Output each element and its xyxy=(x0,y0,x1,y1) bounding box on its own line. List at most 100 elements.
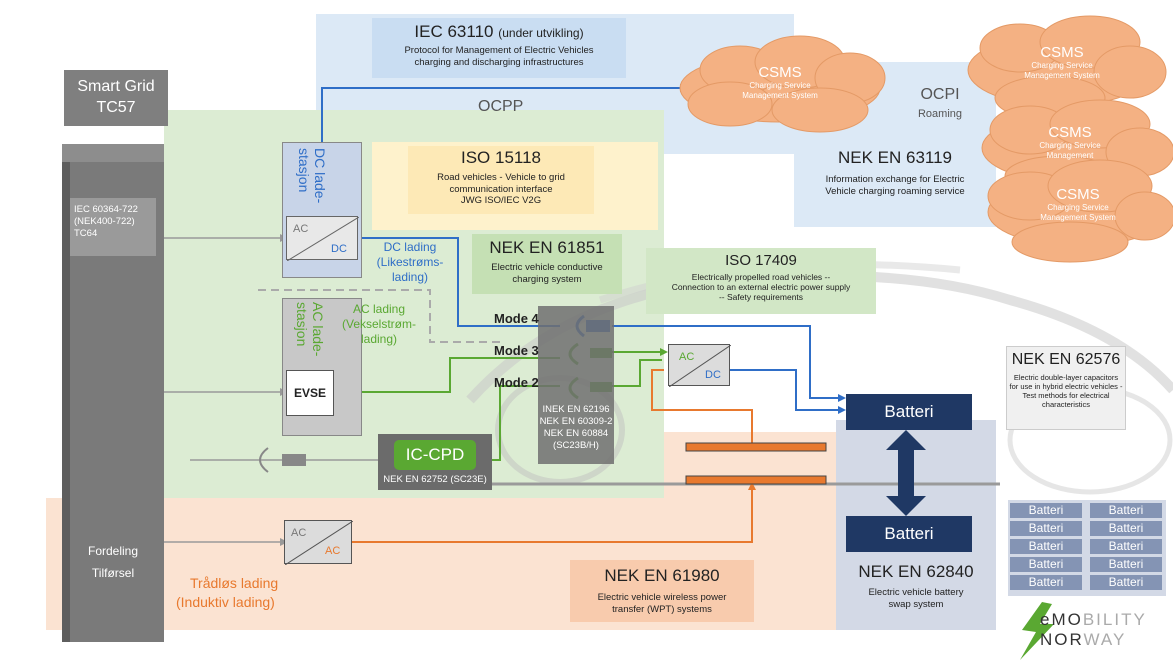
plug-body-icon xyxy=(282,454,306,466)
emobility-logo-mark xyxy=(1020,602,1054,660)
evse-box: EVSE xyxy=(286,370,334,416)
socket-block xyxy=(538,306,614,464)
plug-icon xyxy=(259,447,269,473)
dc-lading-line2: (Likestrøms- xyxy=(376,255,444,269)
csms-cloud-2-text: CSMS Charging Service Management xyxy=(1008,124,1132,161)
pillar-std-line2: (NEK400-722) xyxy=(74,216,135,227)
dc-converter: AC DC xyxy=(286,216,359,261)
dc-conv-in: AC xyxy=(293,223,309,235)
ocpi-roaming-label: Roaming xyxy=(917,108,963,120)
logo-part2: BILITY xyxy=(1082,610,1147,629)
smart-grid-box: Smart Grid TC57 xyxy=(64,70,168,126)
csms-3-sub1: Charging Service xyxy=(1047,203,1109,212)
csms-3-title: CSMS xyxy=(1056,186,1100,203)
csms-main-title: CSMS xyxy=(758,64,802,81)
emobility-logo-text: eMOBILITY NORWAY xyxy=(1040,610,1147,650)
dc-lading-label: DC lading (Likestrøms- lading) xyxy=(370,240,450,285)
iccpd-box: IC-CPD xyxy=(394,440,476,470)
dc-station-line2: stasjon xyxy=(296,148,312,193)
nek61851-desc2: charging system xyxy=(512,273,582,285)
dc-lading-line3: lading) xyxy=(391,270,429,284)
iec63110-title-suffix: (under utvikling) xyxy=(498,26,584,40)
smart-grid-line1: Smart Grid xyxy=(77,78,155,95)
dc-line xyxy=(362,237,560,327)
battery-grid-cell: Batteri xyxy=(1010,575,1082,590)
wireless-line1: Trådløs lading xyxy=(190,575,279,591)
nek62840-desc2: swap system xyxy=(888,598,944,610)
battery-grid-cell: Batteri xyxy=(1010,539,1082,554)
csms-cloud-3-text: CSMS Charging Service Management System xyxy=(1016,186,1140,223)
ac-lading-line2: (Vekselstrøm- xyxy=(341,317,416,331)
iso17409-desc1: Electrically propelled road vehicles -- xyxy=(691,272,831,282)
csms-2-sub1: Charging Service xyxy=(1039,141,1101,150)
csms-cloud-main-text: CSMS Charging Service Management System xyxy=(718,64,842,101)
nek62840-desc1: Electric vehicle battery xyxy=(868,587,964,598)
nek61980-title: NEK EN 61980 xyxy=(604,566,720,585)
receiver-coil xyxy=(685,442,827,452)
logo-part4: WAY xyxy=(1083,630,1127,649)
nek63119-title: NEK EN 63119 xyxy=(837,148,953,167)
onboard-to-battery xyxy=(730,369,840,411)
wireless-conv-in: AC xyxy=(291,527,307,539)
ocpi-label: OCPI xyxy=(920,86,960,103)
nek61980-desc1: Electric vehicle wireless power xyxy=(597,592,727,603)
dc-station-line1: DC lade- xyxy=(312,148,328,204)
nek62576-desc4: characteristics xyxy=(1042,400,1090,409)
battery-grid-cell: Batteri xyxy=(1090,557,1162,572)
iec63110-box: IEC 63110 (under utvikling) Protocol for… xyxy=(372,18,626,78)
mode2-label: Mode 2 xyxy=(494,375,539,390)
battery-grid-cell: Batteri xyxy=(1010,503,1082,518)
iso15118-box: ISO 15118 Road vehicles - Vehicle to gri… xyxy=(408,146,594,214)
csms-cloud-1 xyxy=(967,15,1167,121)
wireless-arrowhead xyxy=(748,482,756,490)
wireless-line xyxy=(352,488,753,543)
socket-std2: NEK EN 60309-2 xyxy=(539,416,613,427)
socket-std1: INEK EN 62196 xyxy=(542,404,610,415)
ac-lading-line1: AC lading xyxy=(352,302,406,316)
wireless-line2: (Induktiv lading) xyxy=(176,594,275,610)
ocpi-label-block: OCPI Roaming xyxy=(900,86,980,120)
coil-to-onboard xyxy=(651,369,753,444)
fordeling-label: Fordeling xyxy=(87,544,139,558)
wireless-converter: AC AC xyxy=(284,520,353,565)
iso17409-desc3: -- Safety requirements xyxy=(718,292,804,302)
iso15118-desc2: communication interface xyxy=(449,183,553,195)
mode4-arrowhead xyxy=(838,394,846,402)
ac-station-label: AC lade- stasjon xyxy=(294,302,326,356)
iec63110-title: IEC 63110 xyxy=(414,22,494,41)
ac-lading-label: AC lading (Vekselstrøm- lading) xyxy=(338,302,420,347)
nek62840-box: NEK EN 62840 Electric vehicle battery sw… xyxy=(840,562,992,620)
battery-top-label: Batteri xyxy=(884,402,934,421)
ac-line xyxy=(334,357,560,393)
dc-station-label: DC lade- stasjon xyxy=(296,148,328,203)
mode3-arrowhead xyxy=(660,348,668,356)
iso15118-desc1: Road vehicles - Vehicle to grid xyxy=(437,172,565,183)
pillar-std-line1: IEC 60364-722 xyxy=(74,204,138,215)
battery-grid-cell: Batteri xyxy=(1090,503,1162,518)
battery-grid-cell: Batteri xyxy=(1090,575,1162,590)
nek62576-desc3: Test methods for electrical xyxy=(1022,391,1110,400)
iccpd-std: NEK EN 62752 (SC23E) xyxy=(383,474,487,485)
iso17409-title: ISO 17409 xyxy=(725,252,797,269)
onboard-converter: AC DC xyxy=(668,344,731,387)
ocpp-label: OCPP xyxy=(478,98,524,115)
iccpd-title: IC-CPD xyxy=(405,445,465,464)
mode4-label: Mode 4 xyxy=(494,311,539,326)
iso17409-box: ISO 17409 Electrically propelled road ve… xyxy=(646,248,876,314)
nek62576-desc2: for use in hybrid electric vehicles - xyxy=(1009,382,1123,391)
smart-grid-line2: TC57 xyxy=(96,99,136,116)
nek61851-box: NEK EN 61851 Electric vehicle conductive… xyxy=(472,234,622,294)
battery-bottom-label: Batteri xyxy=(884,524,934,543)
pillar-top xyxy=(62,144,164,162)
nek63119-desc2: Vehicle charging roaming service xyxy=(825,185,965,197)
csms-main-sub2: Management System xyxy=(742,91,818,100)
csms-2-title: CSMS xyxy=(1048,124,1092,141)
nek62576-title: NEK EN 62576 xyxy=(1011,351,1121,368)
battery-swap-arrow xyxy=(886,430,926,516)
csms-cloud-main xyxy=(679,35,886,133)
battery-grid-cell: Batteri xyxy=(1090,521,1162,536)
socket-std4: (SC23B/H) xyxy=(553,440,599,451)
ac-station-line1: AC lade- xyxy=(310,302,326,357)
nek62576-desc1: Electric double-layer capacitors xyxy=(1013,373,1119,382)
